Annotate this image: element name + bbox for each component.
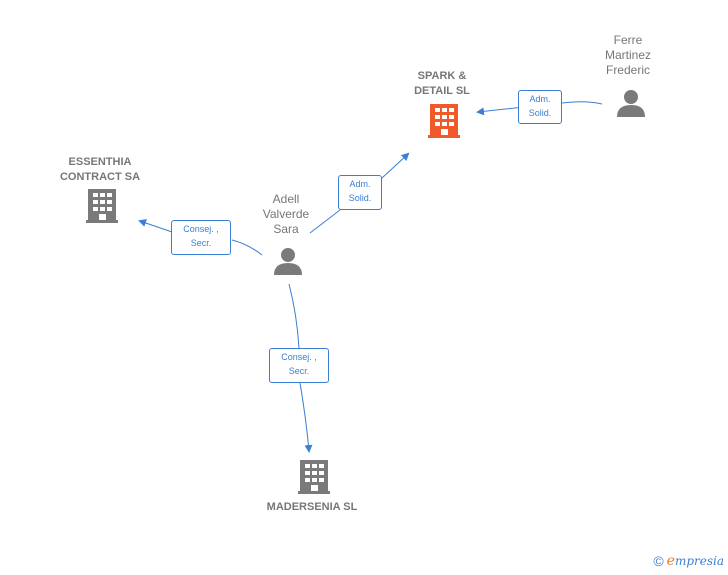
person-name-line1: Adell bbox=[272, 192, 300, 206]
edge-badge-adell-essenthia: Consej. , Secr. bbox=[171, 220, 231, 255]
building-icon[interactable] bbox=[86, 189, 118, 223]
company-label-madersenia[interactable]: MADERSENIA SL bbox=[252, 500, 372, 515]
edge-badge-ferre-spark: Adm. Solid. bbox=[518, 90, 562, 124]
company-label-spark[interactable]: SPARK & DETAIL SL bbox=[392, 69, 492, 99]
edge-role-line2: Solid. bbox=[348, 193, 372, 203]
person-name-line2: Martinez bbox=[604, 48, 651, 62]
person-name-line3: Sara bbox=[273, 222, 299, 236]
company-name-line2: CONTRACT SA bbox=[59, 171, 141, 183]
company-name-line1: SPARK & bbox=[417, 70, 467, 82]
person-icon[interactable] bbox=[617, 90, 645, 117]
building-icon[interactable] bbox=[428, 104, 460, 138]
edge-adell-to-essenthia bbox=[140, 221, 263, 256]
edge-role-line1: Consej. , bbox=[281, 352, 317, 362]
person-label-ferre[interactable]: Ferre Martinez Frederic bbox=[588, 33, 668, 78]
brand-name: mpresia bbox=[674, 554, 724, 568]
edge-ferre-to-spark bbox=[476, 101, 603, 116]
company-name-line1: MADERSENIA SL bbox=[266, 501, 358, 513]
person-icon[interactable] bbox=[274, 248, 302, 275]
edge-role-line1: Adm. bbox=[349, 179, 371, 189]
edge-role-line1: Adm. bbox=[529, 94, 551, 104]
edge-badge-adell-madersenia: Consej. , Secr. bbox=[269, 348, 329, 383]
company-label-essenthia[interactable]: ESSENTHIA CONTRACT SA bbox=[40, 155, 160, 185]
company-name-line1: ESSENTHIA bbox=[68, 156, 132, 168]
edge-role-line2: Secr. bbox=[190, 238, 212, 248]
person-label-adell[interactable]: Adell Valverde Sara bbox=[246, 192, 326, 237]
copyright-icon: © bbox=[653, 553, 664, 569]
edge-badge-adell-spark: Adm. Solid. bbox=[338, 175, 382, 210]
edge-role-line2: Secr. bbox=[288, 366, 310, 376]
edge-role-line2: Solid. bbox=[528, 108, 552, 118]
brand-initial: e bbox=[666, 553, 675, 569]
edge-role-line1: Consej. , bbox=[183, 224, 219, 234]
edge-adell-to-spark bbox=[309, 154, 408, 234]
brand-footer: © empresia bbox=[653, 553, 724, 569]
company-name-line2: DETAIL SL bbox=[414, 85, 470, 97]
person-name-line2: Valverde bbox=[262, 207, 310, 221]
brand-logo[interactable]: empresia bbox=[667, 553, 724, 569]
edge-adell-to-madersenia bbox=[288, 283, 309, 451]
building-icon[interactable] bbox=[298, 460, 330, 494]
person-name-line1: Ferre bbox=[613, 33, 643, 47]
person-name-line3: Frederic bbox=[605, 63, 650, 77]
